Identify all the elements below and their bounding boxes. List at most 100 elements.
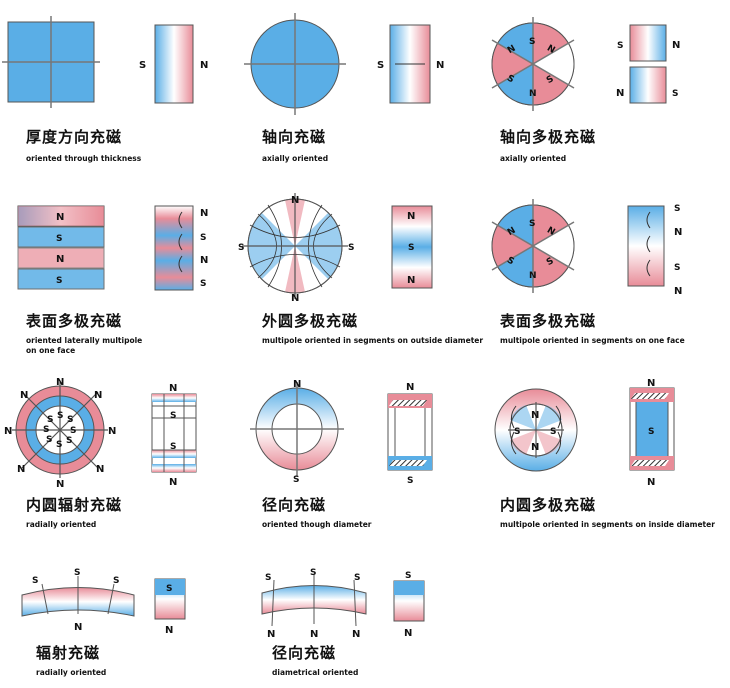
caption-en: oriented through thickness <box>26 154 142 163</box>
svg-text:N: N <box>647 378 655 389</box>
svg-text:S: S <box>529 219 535 229</box>
svg-text:N: N <box>200 60 208 71</box>
svg-text:S: S <box>293 475 299 485</box>
caption-zh: 辐射充磁 <box>36 644 101 662</box>
svg-text:S: S <box>170 442 176 452</box>
svg-text:N: N <box>96 464 104 475</box>
fig-face-multipole-disc: N S N S N S <box>491 199 575 293</box>
svg-text:S: S <box>545 74 556 86</box>
svg-text:S: S <box>310 568 316 578</box>
fig-inner-radial-side: N S S N <box>151 383 197 488</box>
svg-text:N: N <box>291 293 299 304</box>
svg-text:S: S <box>674 204 680 214</box>
fig-face-multipole-side: S N S N <box>627 204 682 297</box>
svg-text:N: N <box>531 410 539 421</box>
svg-text:N: N <box>200 255 208 266</box>
svg-text:S: S <box>514 427 520 437</box>
caption-en: oriented though diameter <box>262 520 372 529</box>
caption-zh: 径向充磁 <box>262 496 327 514</box>
svg-text:N: N <box>545 225 557 237</box>
fig-inside-multipole-side: N S N <box>629 378 675 488</box>
svg-text:S: S <box>56 234 62 244</box>
svg-text:N: N <box>672 40 680 51</box>
svg-text:S: S <box>617 41 623 51</box>
caption-en: axially oriented <box>500 154 567 163</box>
svg-text:N: N <box>56 377 64 388</box>
caption-zh: 内圆多极充磁 <box>500 496 597 514</box>
caption-en: radially oriented <box>26 520 97 529</box>
svg-text:S: S <box>648 427 654 437</box>
caption-zh: 径向充磁 <box>272 644 337 662</box>
svg-text:S: S <box>348 243 354 253</box>
svg-text:N: N <box>436 60 444 71</box>
fig-axial-disc <box>244 13 346 115</box>
caption-en: multipole oriented in segments on outsid… <box>262 336 484 345</box>
caption-en: diametrical oriented <box>272 668 359 677</box>
svg-text:S: S <box>407 476 413 486</box>
svg-text:N: N <box>531 442 539 453</box>
fig-axial-multipole-disc: N S N S N S <box>491 17 575 111</box>
svg-text:S: S <box>200 279 206 289</box>
svg-text:N: N <box>165 625 173 636</box>
caption-zh: 轴向多极充磁 <box>500 128 597 146</box>
fig-inside-multipole-ring: N N S S <box>494 388 578 472</box>
svg-text:S: S <box>505 255 516 267</box>
fig-lateral-stripes: N S N S <box>17 205 105 290</box>
svg-text:N: N <box>293 379 301 390</box>
svg-text:N: N <box>647 477 655 488</box>
fig-radial-side: S N <box>154 578 186 636</box>
svg-text:S: S <box>56 440 62 450</box>
fig-diametric-arc: S S S N N N <box>261 568 367 640</box>
fig-diametric-arc-side: S N <box>393 571 425 639</box>
svg-text:N: N <box>352 629 360 640</box>
svg-text:N: N <box>108 426 116 437</box>
caption-zh: 厚度方向充磁 <box>26 128 123 146</box>
fig-axial-side: S N <box>377 24 444 104</box>
svg-text:N: N <box>674 227 682 238</box>
svg-text:N: N <box>506 44 518 56</box>
fig-radial-arc: S S S N <box>21 568 135 633</box>
svg-text:N: N <box>616 88 624 99</box>
svg-text:S: S <box>505 73 516 85</box>
svg-text:N: N <box>545 43 557 55</box>
svg-text:N: N <box>56 479 64 490</box>
svg-text:S: S <box>66 436 72 446</box>
svg-text:S: S <box>70 426 76 436</box>
svg-text:S: S <box>265 573 271 583</box>
svg-text:S: S <box>43 425 49 435</box>
svg-text:N: N <box>20 390 28 401</box>
svg-text:S: S <box>529 37 535 47</box>
svg-text:N: N <box>407 275 415 286</box>
svg-text:N: N <box>267 629 275 640</box>
fig-axial-multipole-side: S N N S <box>616 24 680 104</box>
svg-text:S: S <box>74 568 80 578</box>
svg-text:N: N <box>404 628 412 639</box>
svg-text:S: S <box>238 243 244 253</box>
svg-text:S: S <box>113 576 119 586</box>
svg-text:N: N <box>56 212 64 223</box>
svg-text:S: S <box>47 415 53 425</box>
svg-text:N: N <box>17 464 25 475</box>
svg-text:S: S <box>545 256 556 268</box>
fig-inner-radial-ring: S S S S S S S S N N N N N N N N <box>4 377 116 490</box>
svg-text:S: S <box>408 243 414 253</box>
svg-text:N: N <box>406 382 414 393</box>
fig-outside-multipole-side: N S N <box>391 205 433 289</box>
fig-lateral-side: N S N S <box>154 205 208 291</box>
svg-text:N: N <box>529 89 537 99</box>
svg-text:N: N <box>506 226 518 238</box>
caption-en: radially oriented <box>36 668 107 677</box>
svg-text:S: S <box>550 427 556 437</box>
caption-zh: 内圆辐射充磁 <box>26 496 123 514</box>
svg-text:N: N <box>200 208 208 219</box>
svg-text:N: N <box>94 390 102 401</box>
caption-zh: 表面多极充磁 <box>26 312 123 330</box>
svg-text:S: S <box>354 573 360 583</box>
caption-zh: 轴向充磁 <box>262 128 327 146</box>
svg-text:S: S <box>166 584 172 594</box>
caption-en-line2: on one face <box>26 346 76 355</box>
fig-diametric-ring: N S <box>250 379 344 485</box>
caption-en: multipole oriented in segments on inside… <box>500 520 715 529</box>
